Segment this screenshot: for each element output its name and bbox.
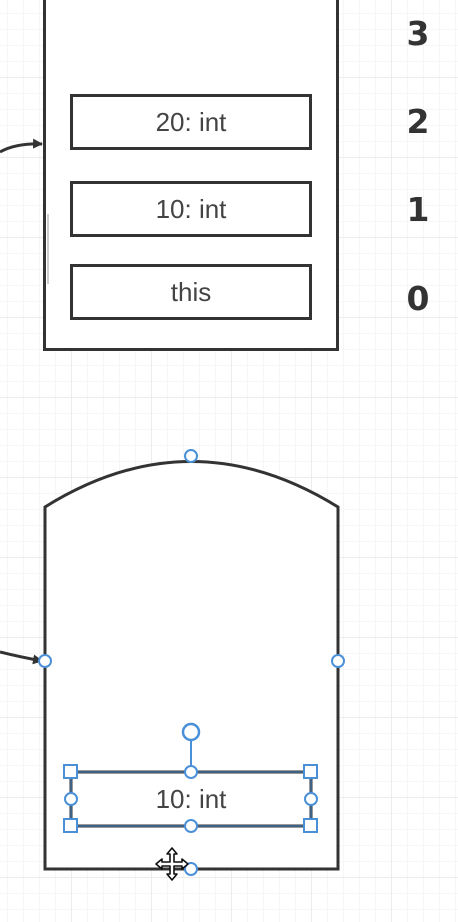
index-label-1: 1 [406, 190, 430, 229]
index-label-3: 3 [406, 14, 430, 53]
stack-frame-lower[interactable] [43, 460, 340, 871]
index-label-2: 2 [406, 102, 430, 141]
resize-handle-top-left[interactable] [63, 764, 78, 779]
resize-handle-top-right[interactable] [303, 764, 318, 779]
connector-arrow-upper[interactable] [0, 138, 43, 154]
connection-point-bottom[interactable] [184, 862, 198, 876]
slot-1[interactable]: 10: int [70, 181, 312, 237]
resize-handle-bottom-right[interactable] [303, 818, 318, 833]
resize-handle-right[interactable] [304, 792, 318, 806]
slot-0-label: this [170, 276, 212, 307]
selected-slot-label: 10: int [155, 783, 227, 814]
resize-handle-bottom-left[interactable] [63, 818, 78, 833]
rotation-handle[interactable] [181, 722, 201, 742]
resize-handle-left[interactable] [64, 792, 78, 806]
connection-point-top[interactable] [184, 449, 198, 463]
slot-1-label: 10: int [155, 193, 227, 224]
connection-point-left[interactable] [38, 654, 52, 668]
resize-handle-top[interactable] [184, 765, 198, 779]
slot-2[interactable]: 20: int [70, 94, 312, 150]
resize-handle-bottom[interactable] [184, 819, 198, 833]
index-label-0: 0 [406, 279, 430, 318]
slot-0[interactable]: this [70, 264, 312, 320]
connection-point-right[interactable] [331, 654, 345, 668]
slot-2-label: 20: int [155, 106, 227, 137]
